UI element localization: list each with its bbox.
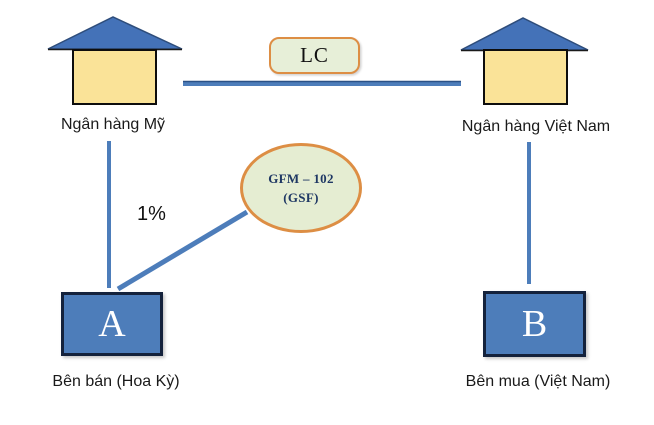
lc-box: LC bbox=[269, 37, 360, 74]
vn-bank-label: Ngân hàng Việt Nam bbox=[461, 118, 611, 135]
lc-label: LC bbox=[300, 43, 329, 67]
vn-bank-roof-icon bbox=[460, 17, 589, 51]
fee-label: 1% bbox=[137, 203, 166, 225]
seller-to-gfm-connector bbox=[116, 209, 249, 292]
gfm-line2: (GSF) bbox=[283, 190, 319, 205]
seller-letter: A bbox=[98, 303, 126, 345]
gfm-line1: GFM – 102 bbox=[268, 170, 334, 186]
us-bank-label: Ngân hàng Mỹ bbox=[60, 116, 166, 133]
us-bank-house-icon bbox=[72, 49, 157, 105]
seller-box: A bbox=[61, 292, 163, 356]
us-bank-roof-icon bbox=[47, 16, 183, 50]
buyer-letter: B bbox=[521, 303, 548, 345]
gfm-ellipse: GFM – 102 (GSF) bbox=[240, 143, 362, 233]
buyer-box: B bbox=[483, 291, 586, 357]
vn-bank-house-icon bbox=[483, 49, 568, 105]
seller-label: Bên bán (Hoa Kỳ) bbox=[52, 373, 180, 390]
buyer-label: Bên mua (Việt Nam) bbox=[465, 373, 611, 390]
